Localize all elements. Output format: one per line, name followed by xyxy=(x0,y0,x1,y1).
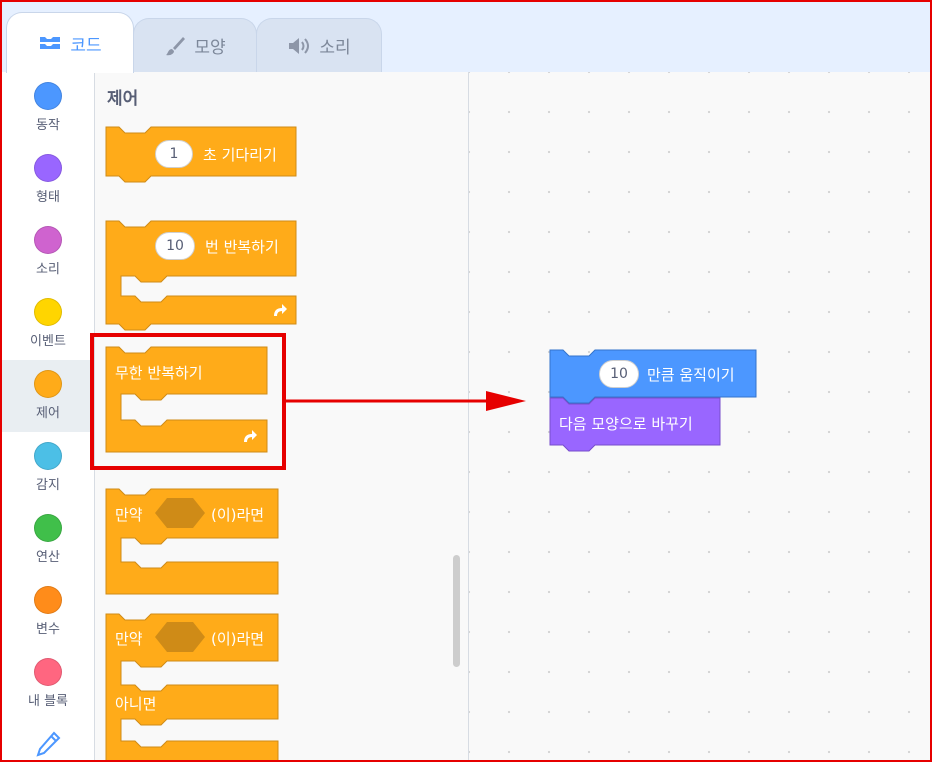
motion-dot-icon xyxy=(34,82,62,110)
wait-seconds-input[interactable]: 1 xyxy=(155,140,193,168)
tab-costumes-label: 모양 xyxy=(194,38,226,58)
if-block[interactable] xyxy=(105,488,285,600)
category-sensing[interactable]: 감지 xyxy=(2,432,94,504)
loop-arrow-icon xyxy=(274,304,287,316)
tab-code-label: 코드 xyxy=(70,35,102,56)
tab-code[interactable]: 코드 xyxy=(6,12,134,73)
category-label: 이벤트 xyxy=(30,334,66,349)
move-block-label: 만큼 움직이기 xyxy=(647,366,735,384)
category-label: 형태 xyxy=(36,190,60,205)
if-label-pre: 만약 xyxy=(115,506,143,524)
tab-sounds-label: 소리 xyxy=(319,38,351,58)
category-label: 제어 xyxy=(36,406,60,421)
control-dot-icon xyxy=(34,370,62,398)
category-operators[interactable]: 연산 xyxy=(2,504,94,576)
looks-dot-icon xyxy=(34,154,62,182)
my-blocks-dot-icon xyxy=(34,658,62,686)
events-dot-icon xyxy=(34,298,62,326)
tab-costumes[interactable]: 모양 xyxy=(133,18,257,72)
category-looks[interactable]: 형태 xyxy=(2,144,94,216)
category-pen-extension[interactable] xyxy=(2,724,94,760)
forever-block-label: 무한 반복하기 xyxy=(115,364,203,382)
category-label: 동작 xyxy=(36,118,60,133)
category-label: 내 블록 xyxy=(27,694,68,709)
wait-block[interactable] xyxy=(105,126,305,190)
move-block[interactable] xyxy=(549,349,769,459)
category-events[interactable]: 이벤트 xyxy=(2,288,94,360)
palette-scrollbar[interactable] xyxy=(453,555,460,667)
if-label-post: (이)라면 xyxy=(211,506,265,524)
category-menu: 동작 형태 소리 이벤트 제어 감지 연산 변수 xyxy=(2,72,95,760)
tab-bar: 코드 모양 소리 xyxy=(2,2,930,73)
highlight-box xyxy=(90,333,286,470)
category-sound[interactable]: 소리 xyxy=(2,216,94,288)
else-label: 아니면 xyxy=(115,695,157,713)
annotation-arrow xyxy=(286,391,526,411)
pen-icon xyxy=(36,731,61,757)
category-my-blocks[interactable]: 내 블록 xyxy=(2,648,94,720)
ifelse-label-pre: 만약 xyxy=(115,630,143,648)
if-else-block[interactable] xyxy=(105,613,285,762)
category-label: 연산 xyxy=(36,550,60,565)
variables-dot-icon xyxy=(34,586,62,614)
sound-dot-icon xyxy=(34,226,62,254)
brush-icon xyxy=(164,35,186,57)
repeat-count-input[interactable]: 10 xyxy=(155,232,195,260)
loop-arrow-icon xyxy=(244,430,257,442)
sensing-dot-icon xyxy=(34,442,62,470)
category-label: 감지 xyxy=(36,478,60,493)
category-motion[interactable]: 동작 xyxy=(2,72,94,144)
repeat-block[interactable] xyxy=(105,220,305,332)
ifelse-label-post: (이)라면 xyxy=(211,630,265,648)
palette-title: 제어 xyxy=(107,89,139,109)
speaker-icon xyxy=(287,36,311,56)
block-palette: 제어 1 초 기다리기 10 번 반복하기 무한 반복하기 만약 (이)라면 xyxy=(95,72,469,760)
category-variables[interactable]: 변수 xyxy=(2,576,94,648)
category-label: 소리 xyxy=(36,262,60,277)
category-control[interactable]: 제어 xyxy=(2,360,94,432)
forever-block[interactable] xyxy=(105,346,285,458)
wait-block-label: 초 기다리기 xyxy=(203,146,277,164)
tab-sounds[interactable]: 소리 xyxy=(256,18,382,72)
code-icon xyxy=(38,34,62,52)
next-costume-block[interactable] xyxy=(549,397,729,457)
category-label: 변수 xyxy=(36,622,60,637)
operators-dot-icon xyxy=(34,514,62,542)
script-workspace[interactable]: 10 만큼 움직이기 다음 모양으로 바꾸기 xyxy=(469,72,930,760)
next-costume-label: 다음 모양으로 바꾸기 xyxy=(559,415,693,433)
repeat-block-label: 번 반복하기 xyxy=(205,238,279,256)
move-steps-input[interactable]: 10 xyxy=(599,360,639,388)
